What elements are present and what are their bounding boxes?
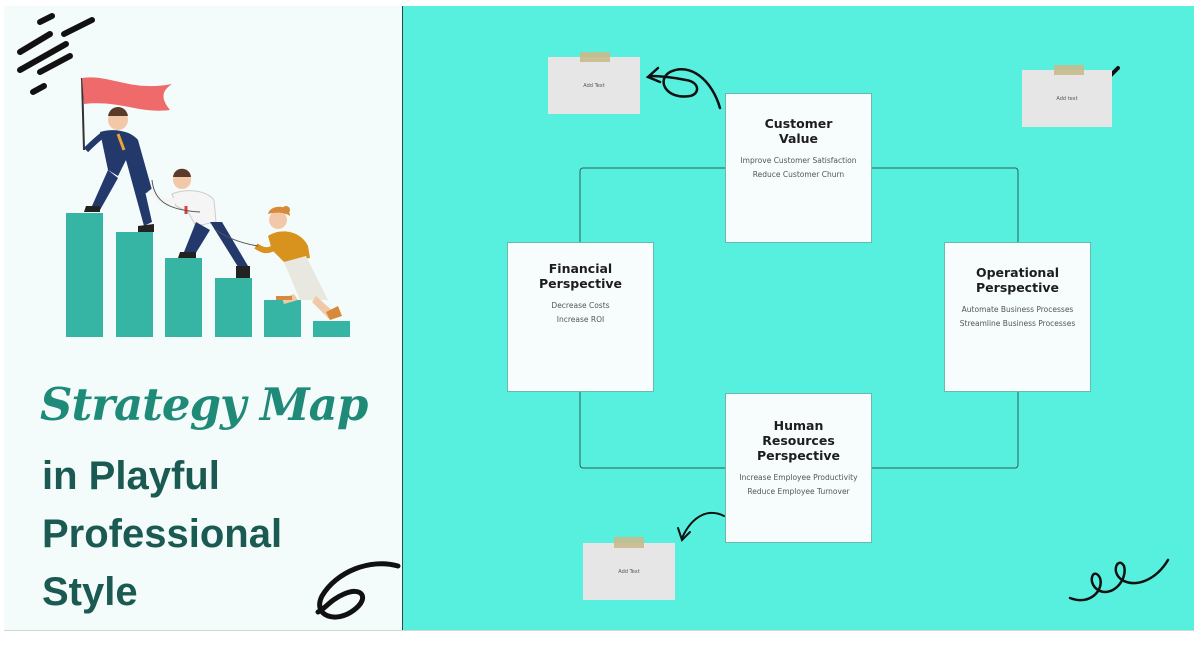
- woman-figure: [215, 206, 342, 320]
- sticky-note-top-right[interactable]: Add text: [1022, 70, 1112, 127]
- curved-arrow-icon: [645, 66, 722, 110]
- bottom-border: [4, 630, 1194, 631]
- card-item: Increase Employee Productivity: [739, 473, 858, 482]
- climbing-team-illustration: [17, 13, 401, 620]
- note-text: Add Text: [583, 83, 605, 89]
- sticky-note-top-left[interactable]: Add Text: [548, 57, 640, 114]
- swirl-icon: [315, 561, 401, 620]
- card-item: Reduce Employee Turnover: [747, 487, 850, 496]
- leader-figure: [83, 107, 154, 232]
- card-item: Increase ROI: [556, 315, 605, 324]
- tape-strip: [614, 537, 644, 548]
- operational-perspective-card[interactable]: Operational Perspective Automate Busines…: [944, 242, 1091, 392]
- sticky-note-bottom-left[interactable]: Add Text: [583, 543, 675, 600]
- note-text: Add Text: [618, 569, 640, 575]
- dash-marks-icon: [17, 13, 95, 95]
- note-text: Add text: [1056, 96, 1078, 102]
- card-title-line: Human: [773, 418, 824, 433]
- steps-bars: [66, 213, 350, 337]
- panel-divider: [402, 6, 403, 631]
- card-title-line: Perspective: [757, 448, 840, 463]
- card-title-line: Perspective: [539, 276, 622, 291]
- tape-strip: [580, 52, 610, 62]
- curved-arrow-icon: [677, 511, 725, 542]
- card-item: Streamline Business Processes: [959, 319, 1076, 328]
- human-resources-card[interactable]: Human Resources Perspective Increase Emp…: [725, 393, 872, 543]
- title-script: Strategy Map: [40, 378, 368, 431]
- card-item: Decrease Costs: [551, 301, 610, 310]
- card-item: Automate Business Processes: [961, 305, 1074, 314]
- financial-perspective-card[interactable]: Financial Perspective Decrease Costs Inc…: [507, 242, 654, 392]
- card-item: Reduce Customer Churn: [752, 170, 845, 179]
- title-line-1: in Playful: [42, 454, 220, 498]
- card-title-line: Customer: [764, 116, 833, 131]
- title-line-2: Professional: [42, 512, 283, 556]
- title-line-3: Style: [42, 570, 138, 614]
- card-title-line: Perspective: [976, 280, 1059, 295]
- card-title-line: Operational: [975, 265, 1060, 280]
- flag-icon: [81, 77, 172, 151]
- card-title-line: Resources: [762, 433, 835, 448]
- tape-strip: [1054, 65, 1084, 75]
- card-item: Improve Customer Satisfaction: [740, 156, 857, 165]
- middle-figure: [147, 168, 250, 278]
- card-title-line: Financial: [548, 261, 613, 276]
- customer-value-card[interactable]: Customer Value Improve Customer Satisfac…: [725, 93, 872, 243]
- card-title-line: Value: [778, 131, 819, 146]
- loop-scribble-icon: [1068, 558, 1170, 602]
